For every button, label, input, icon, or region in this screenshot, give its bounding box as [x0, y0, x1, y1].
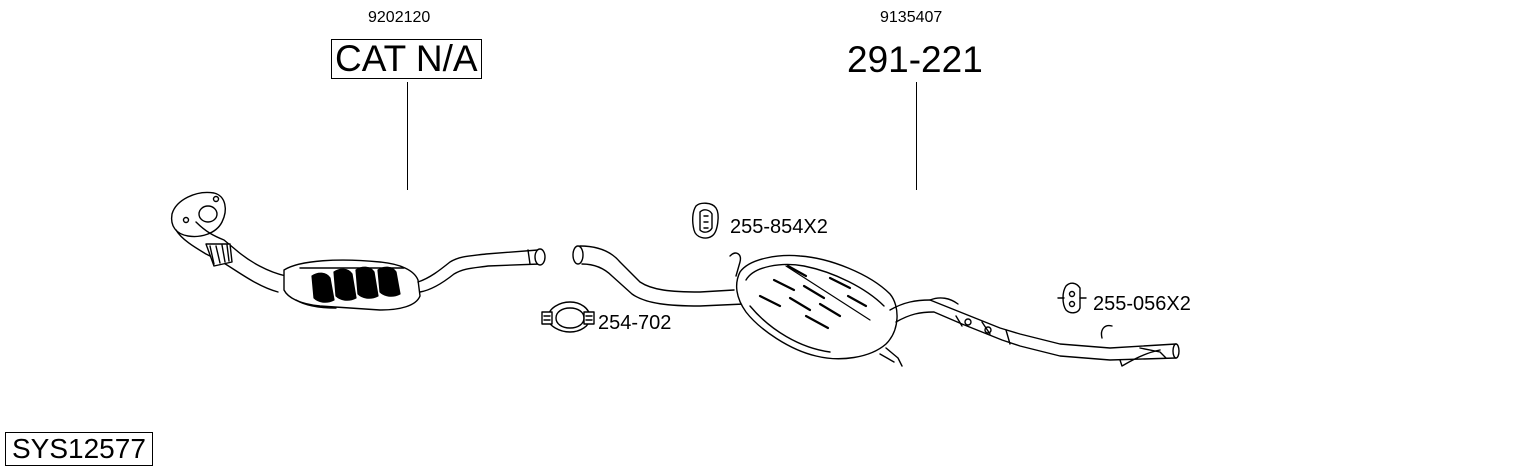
hanger-front-label: 255-854X2: [730, 216, 828, 238]
flange-bolt-hole: [182, 216, 190, 224]
tail-pipe-end: [1172, 343, 1180, 359]
hanger-rear-icon: [1057, 282, 1087, 314]
rear-box-oe-number: 9135407: [880, 9, 943, 26]
hanger-front-icon: [691, 202, 719, 239]
rear-box-part-number: 291-221: [847, 39, 983, 80]
catalyst-leader-line: [407, 82, 408, 190]
flange-bolt-hole: [212, 195, 220, 203]
silencer-body: [735, 254, 898, 360]
clamp-label: 254-702: [598, 312, 672, 334]
rear-silencer-assembly: [572, 245, 1180, 367]
catalytic-converter-assembly: [170, 191, 546, 311]
flange-hole: [198, 205, 218, 223]
inlet-pipe-end: [572, 245, 584, 265]
pipe-end: [534, 248, 546, 266]
flex-joint: [205, 243, 233, 267]
rear-box-leader-line: [916, 82, 917, 190]
catalyst-part-number: CAT N/A: [331, 39, 482, 79]
hanger-rear-label: 255-056X2: [1093, 293, 1191, 315]
catalyst-oe-number: 9202120: [368, 9, 431, 26]
system-id-box: SYS12577: [5, 432, 153, 466]
clamp-icon: [541, 301, 595, 333]
